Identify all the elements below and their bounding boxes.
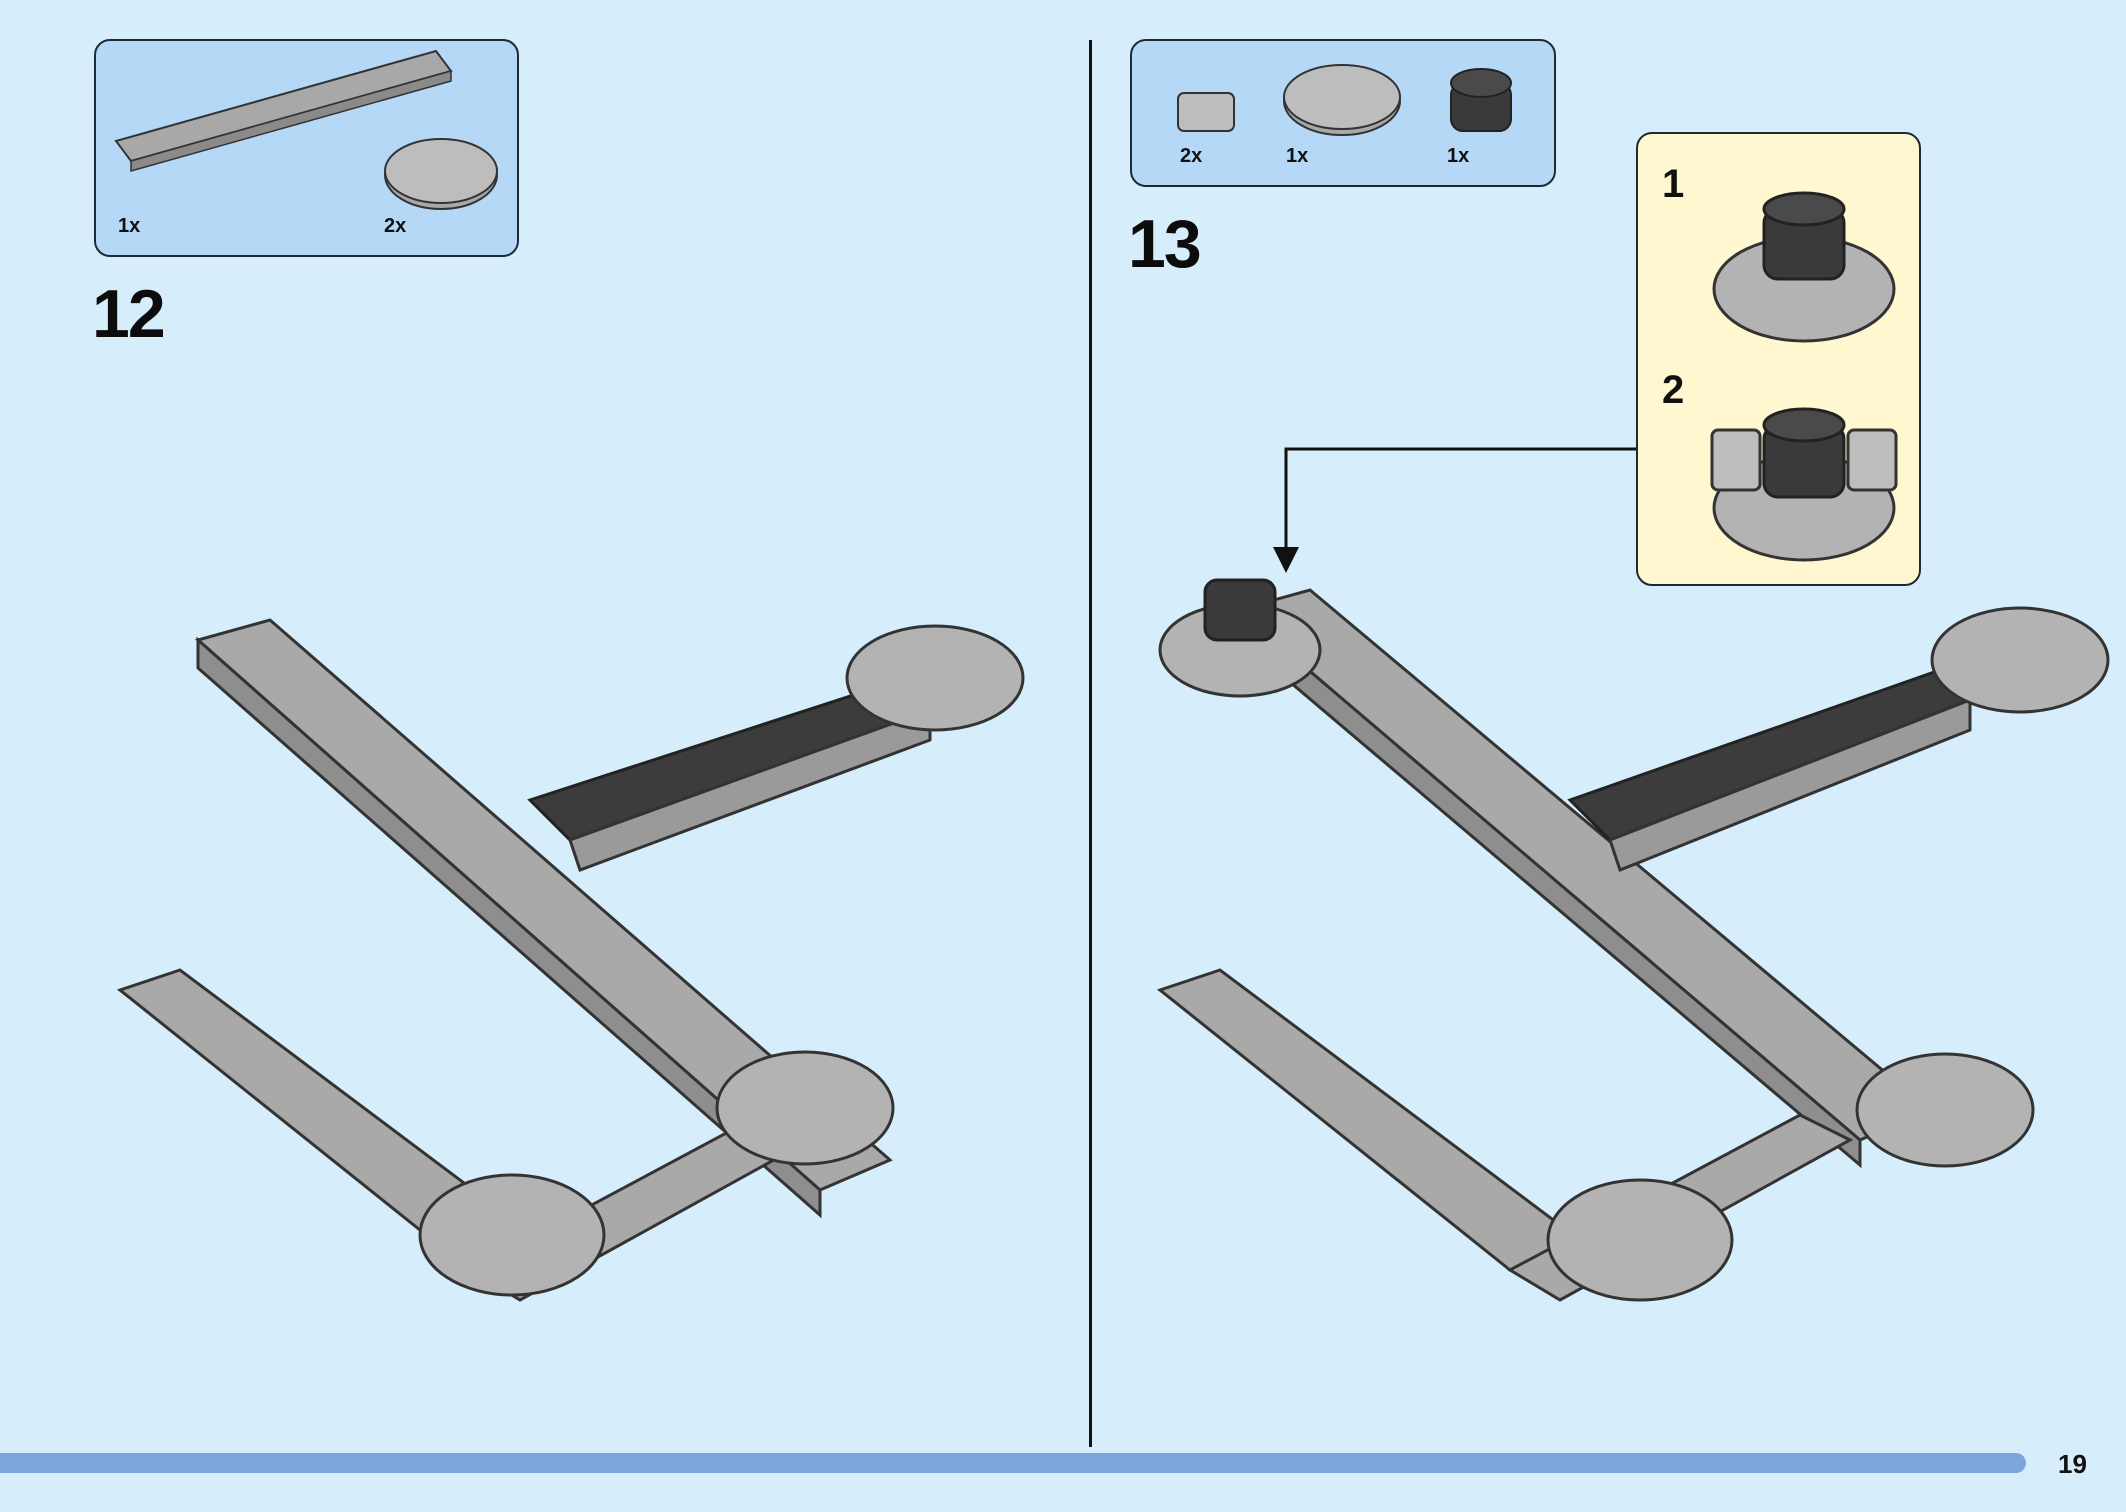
page-number: 19 [2058, 1449, 2087, 1479]
substep-number-1: 1 [1662, 162, 1685, 206]
substep-number-2: 2 [1662, 368, 1685, 412]
step-12-parts-box: 1x 2x [94, 39, 519, 257]
page-divider [1089, 40, 1092, 1447]
placement-arrow [1273, 447, 1636, 573]
progress-bar [0, 1453, 2026, 1473]
round-plate-part-image [1283, 64, 1401, 136]
step-12-model-illustration [116, 618, 1025, 1302]
part-qty-round-plate: 1x [1286, 145, 1309, 167]
step-13-model-illustration [1156, 578, 2110, 1302]
substep-2-illustration [1710, 407, 1898, 562]
round-plate-part-image [384, 138, 498, 210]
step-number-12: 12 [92, 276, 166, 352]
step-number-13: 13 [1128, 206, 1202, 282]
part-qty-plate: 1x [118, 215, 141, 237]
round-brick-part-image [1450, 68, 1512, 132]
step-13-parts-box: 2x 1x 1x [1130, 39, 1556, 187]
plate-2x12-part-image [114, 49, 453, 172]
substep-1-illustration [1712, 191, 1896, 343]
part-qty-round-brick: 1x [1447, 145, 1470, 167]
part-qty-curved-brick: 2x [1180, 145, 1203, 167]
curved-brick-part-image [1177, 92, 1235, 132]
sub-assembly-callout: 1 2 [1636, 132, 1921, 586]
part-qty-round-plate: 2x [384, 215, 407, 237]
